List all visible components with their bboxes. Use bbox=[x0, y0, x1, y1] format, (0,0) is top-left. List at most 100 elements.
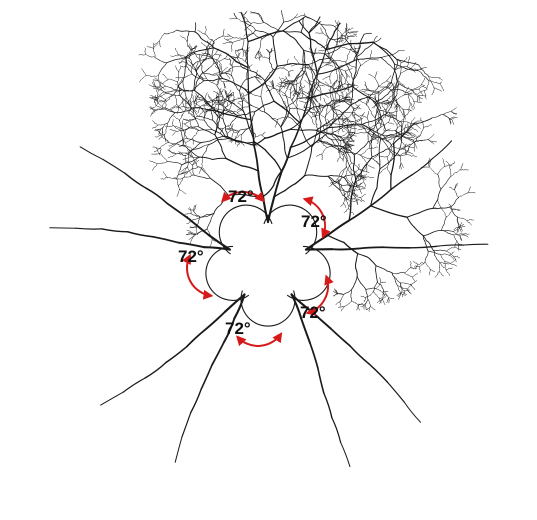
branch-segment bbox=[211, 49, 214, 59]
branch-segment bbox=[330, 138, 338, 141]
branch-segment bbox=[242, 112, 250, 116]
branch-segment bbox=[191, 100, 196, 103]
branch-segment bbox=[358, 116, 361, 118]
branch-segment bbox=[426, 240, 431, 246]
branch-segment bbox=[305, 107, 310, 109]
branch-segment bbox=[245, 75, 248, 80]
branch-segment bbox=[450, 121, 452, 124]
branch-segment bbox=[190, 174, 195, 177]
branch-segment bbox=[429, 159, 432, 164]
branch-segment bbox=[442, 114, 447, 117]
branch-segment bbox=[382, 139, 389, 148]
branch-segment bbox=[245, 78, 250, 80]
branch-segment bbox=[386, 156, 389, 161]
branch-segment bbox=[331, 106, 333, 110]
branch-segment bbox=[347, 160, 352, 170]
branch-segment bbox=[178, 93, 182, 96]
branch-segment bbox=[270, 117, 275, 119]
branch-segment bbox=[314, 128, 319, 139]
branch-segment bbox=[176, 178, 179, 185]
branch-segment bbox=[224, 67, 228, 70]
branch-segment bbox=[182, 118, 186, 121]
branch-segment bbox=[346, 136, 348, 140]
branch-segment bbox=[400, 121, 402, 126]
branch-segment bbox=[230, 92, 234, 95]
branch-segment bbox=[336, 73, 338, 81]
branch-segment bbox=[341, 123, 345, 126]
branch-segment bbox=[439, 83, 443, 88]
branch-segment bbox=[394, 120, 398, 125]
branch-segment bbox=[393, 103, 397, 106]
branch-segment bbox=[387, 82, 392, 87]
branch-segment bbox=[313, 98, 317, 102]
branch-segment bbox=[179, 107, 184, 111]
branch-segment bbox=[339, 300, 341, 305]
branch-segment bbox=[241, 48, 244, 52]
branch-segment bbox=[174, 162, 183, 166]
branch-segment bbox=[161, 130, 163, 135]
branch-segment bbox=[221, 138, 229, 140]
branch-segment bbox=[434, 254, 438, 260]
branch-segment bbox=[339, 175, 342, 181]
trunk-segment bbox=[289, 122, 302, 149]
branch-segment bbox=[347, 91, 352, 97]
branch-segment bbox=[347, 121, 349, 126]
branch-segment bbox=[429, 162, 431, 168]
branch-segment bbox=[340, 298, 343, 302]
branch-segment bbox=[415, 266, 417, 269]
branch-segment bbox=[351, 138, 353, 141]
branch-segment bbox=[332, 113, 335, 120]
branch-segment bbox=[308, 32, 312, 48]
branch-segment bbox=[156, 98, 158, 102]
branch-segment bbox=[250, 93, 257, 96]
branch-segment bbox=[233, 66, 238, 68]
branch-segment bbox=[380, 88, 388, 94]
trunk-segment bbox=[253, 144, 260, 172]
branch-segment bbox=[318, 85, 321, 88]
branch-segment bbox=[323, 55, 325, 59]
branch-segment bbox=[148, 84, 153, 87]
branch-segment bbox=[387, 139, 391, 141]
branch-segment bbox=[455, 259, 457, 263]
branch-segment bbox=[427, 136, 432, 140]
branch-segment bbox=[202, 228, 208, 232]
branch-segment bbox=[365, 308, 368, 311]
branch-segment bbox=[320, 26, 322, 30]
branch-segment bbox=[165, 100, 167, 106]
branch-segment bbox=[296, 75, 302, 81]
branch-segment bbox=[296, 108, 299, 116]
branch-segment bbox=[312, 121, 316, 126]
branch-segment bbox=[464, 192, 468, 195]
branch-segment bbox=[206, 41, 215, 49]
branch-segment bbox=[367, 117, 370, 124]
branch-segment bbox=[266, 90, 270, 92]
branch-segment bbox=[225, 128, 229, 130]
branch-segment bbox=[310, 117, 313, 122]
branch-segment bbox=[410, 65, 414, 69]
branch-segment bbox=[404, 124, 407, 129]
branch-segment bbox=[458, 229, 460, 232]
branch-segment bbox=[269, 68, 274, 74]
branch-segment bbox=[302, 17, 305, 26]
branch-segment bbox=[235, 52, 237, 55]
branch-segment bbox=[338, 30, 343, 36]
branch-segment bbox=[165, 79, 169, 82]
branch-segment bbox=[317, 90, 322, 94]
branch-segment bbox=[190, 123, 192, 127]
branch-segment bbox=[419, 270, 421, 273]
branch-segment bbox=[412, 260, 415, 263]
branch-segment bbox=[235, 86, 240, 92]
branch-segment bbox=[364, 255, 372, 261]
branch-segment bbox=[388, 122, 392, 124]
branch-segment bbox=[388, 297, 392, 299]
branch-segment bbox=[379, 277, 381, 281]
branch-segment bbox=[227, 95, 230, 98]
branch-segment bbox=[232, 114, 252, 121]
branch-segment bbox=[353, 51, 359, 62]
branch-segment bbox=[154, 122, 158, 126]
branch-segment bbox=[461, 234, 464, 236]
branch-segment bbox=[420, 262, 423, 264]
branch-segment bbox=[258, 55, 261, 61]
angle-arc-1 bbox=[221, 191, 265, 203]
branch-segment bbox=[358, 146, 365, 152]
